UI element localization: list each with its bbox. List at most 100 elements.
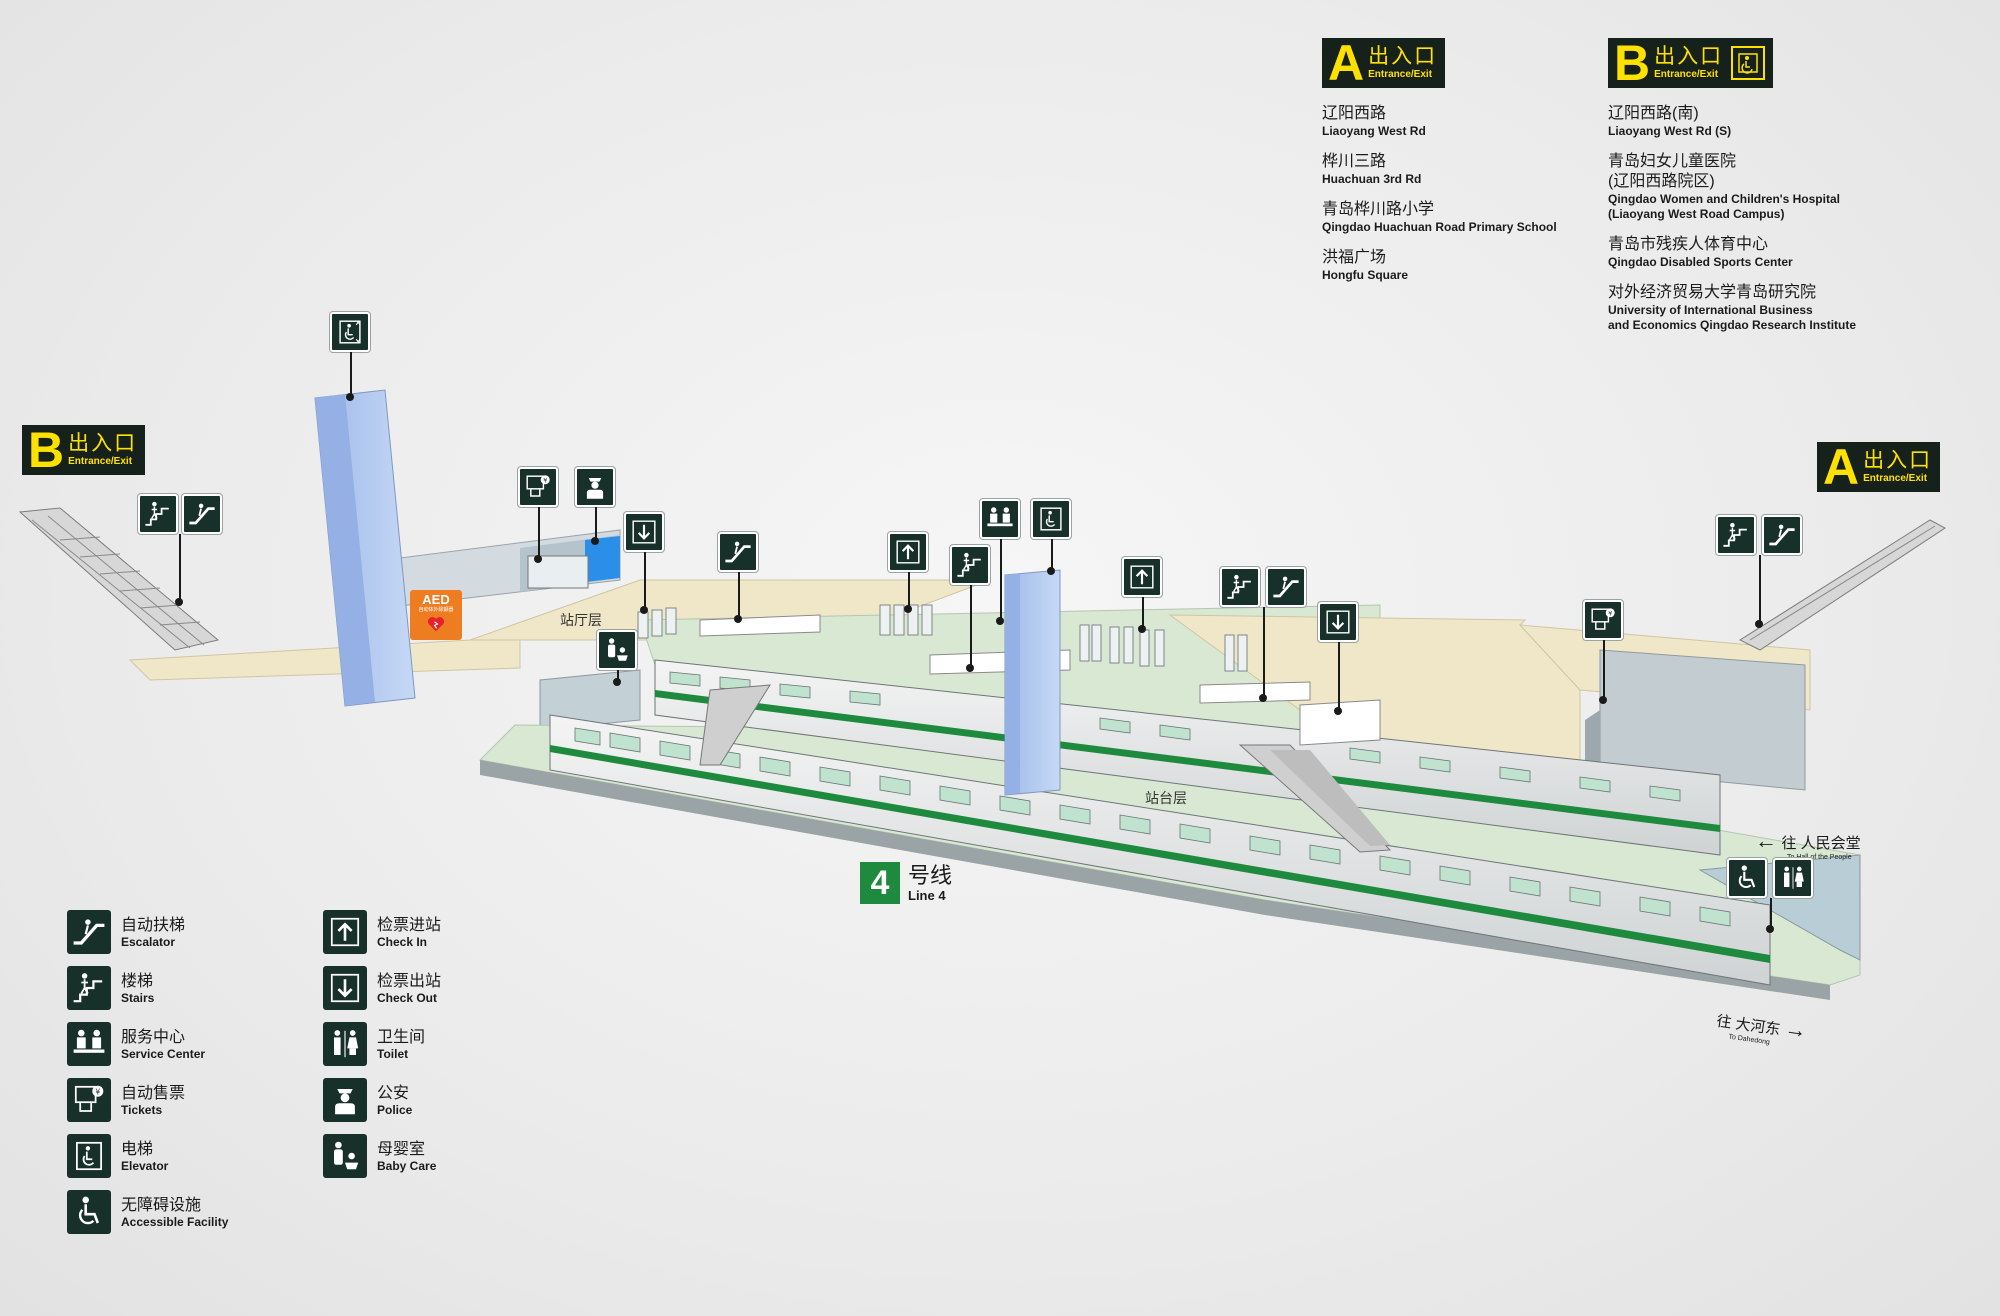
exit-a-badge: A 出入口 Entrance/Exit	[1322, 35, 1446, 91]
line-label-en: Line 4	[908, 887, 946, 903]
destination-item: 洪福广场 Hongfu Square	[1322, 248, 1642, 283]
legend-label-en: Accessible Facility	[121, 1214, 229, 1229]
check-in-icon	[323, 910, 367, 954]
police-icon	[575, 467, 615, 507]
destination-zh: 辽阳西路	[1322, 105, 1387, 122]
destination-zh: 青岛桦川路小学	[1322, 201, 1435, 218]
exit-b-destinations: 辽阳西路(南) Liaoyang West Rd (S) 青岛妇女儿童医院 (辽…	[1608, 104, 1948, 346]
elevator-icon	[1031, 499, 1071, 539]
toilet-icon	[1773, 858, 1813, 898]
exit-a-letter: A	[1328, 35, 1365, 91]
escalator-icon	[182, 494, 222, 534]
destination-en: Liaoyang West Rd	[1322, 124, 1426, 138]
destination-item: 青岛妇女儿童医院 (辽阳西路院区) Qingdao Women and Chil…	[1608, 152, 1948, 222]
legend-label: 检票进站	[377, 916, 442, 934]
direction-north-label: 往 人民会堂	[1781, 835, 1861, 852]
destination-zh: 青岛市残疾人体育中心	[1608, 236, 1769, 253]
line-number: 4	[860, 862, 900, 904]
escalator-icon	[1762, 515, 1802, 555]
aed-sign: AED 自动体外除颤器	[410, 593, 462, 632]
svg-text:¥: ¥	[543, 478, 547, 485]
stairs-icon	[1716, 515, 1756, 555]
legend-label-en: Check Out	[377, 990, 438, 1005]
destination-item: 青岛桦川路小学 Qingdao Huachuan Road Primary Sc…	[1322, 200, 1642, 235]
aed-title: AED	[422, 592, 450, 607]
platform-level-label: 站台层	[1145, 790, 1187, 806]
stairs-icon	[1220, 567, 1260, 607]
legend-label-en: Check In	[377, 934, 428, 949]
exit-a-right-letter: A	[1823, 439, 1860, 495]
destination-zh: 桦川三路	[1322, 153, 1387, 170]
aed-subtitle: 自动体外除颤器	[418, 607, 454, 613]
exit-a-label: 出入口	[1368, 45, 1438, 68]
destination-zh: 洪福广场	[1322, 249, 1387, 266]
legend-label-en: Tickets	[121, 1102, 163, 1117]
direction-north: ← 往 人民会堂 To Hall of the People	[1755, 828, 1861, 861]
destination-zh: 辽阳西路(南)	[1608, 105, 1699, 122]
svg-text:¥: ¥	[1608, 611, 1612, 618]
arrow-right-icon: →	[1783, 1015, 1809, 1044]
exit-a-right-label: 出入口	[1863, 449, 1933, 472]
legend-label: 楼梯	[121, 972, 154, 990]
legend-label: 无障碍设施	[121, 1196, 202, 1214]
legend-label: 母婴室	[377, 1140, 426, 1158]
check-in-icon	[1122, 557, 1162, 597]
legend-label-en: Stairs	[121, 990, 155, 1005]
exit-b-left-label-en: Entrance/Exit	[68, 456, 133, 467]
destination-en: Huachuan 3rd Rd	[1322, 172, 1422, 186]
exit-b-left-badge: B 出入口 Entrance/Exit	[22, 425, 146, 475]
check-in-icon	[888, 532, 928, 572]
destination-en: Qingdao Huachuan Road Primary School	[1322, 220, 1557, 234]
elevator-icon	[330, 312, 370, 352]
stairs-icon	[67, 966, 111, 1010]
ticket-machine-icon: ¥	[67, 1078, 111, 1122]
direction-south-label: 往 大河东	[1715, 1012, 1782, 1039]
escalator-icon	[67, 910, 111, 954]
exit-b-left-label: 出入口	[68, 432, 138, 455]
legend-label: 电梯	[121, 1140, 154, 1158]
exit-a-label-en: Entrance/Exit	[1368, 69, 1433, 80]
legend-label: 公安	[377, 1084, 410, 1102]
exit-a-destinations: 辽阳西路 Liaoyang West Rd 桦川三路 Huachuan 3rd …	[1322, 104, 1642, 296]
svg-text:¥: ¥	[95, 1088, 100, 1097]
exit-b-label: 出入口	[1654, 45, 1724, 68]
stairs-icon	[138, 494, 178, 534]
legend-label-en: Police	[377, 1102, 413, 1117]
destination-item: 辽阳西路 Liaoyang West Rd	[1322, 104, 1642, 139]
check-out-icon	[624, 512, 664, 552]
destination-item: 辽阳西路(南) Liaoyang West Rd (S)	[1608, 104, 1948, 139]
exit-b-badge: B 出入口 Entrance/Exit	[1608, 38, 1774, 88]
legend-label-en: Service Center	[121, 1046, 206, 1061]
ticket-machine-icon: ¥	[518, 467, 558, 507]
direction-north-en: To Hall of the People	[1787, 854, 1852, 861]
concourse-level-label: 站厅层	[560, 612, 602, 628]
heart-icon	[427, 616, 445, 632]
destination-en: Qingdao Disabled Sports Center	[1608, 255, 1793, 269]
toilet-icon	[323, 1022, 367, 1066]
legend-label: 自动售票	[121, 1084, 186, 1102]
destination-zh: 青岛妇女儿童医院 (辽阳西路院区)	[1608, 153, 1737, 190]
legend-label-en: Toilet	[377, 1046, 409, 1061]
escalator-icon	[718, 532, 758, 572]
accessible-icon	[1727, 858, 1767, 898]
exit-a-right-label-en: Entrance/Exit	[1863, 473, 1928, 484]
destination-item: 对外经济贸易大学青岛研究院 University of Internationa…	[1608, 283, 1948, 333]
destination-en: Qingdao Women and Children's Hospital (L…	[1608, 192, 1840, 221]
elevator-icon	[1731, 46, 1766, 80]
line-badge: 4 号线 Line 4	[860, 862, 952, 904]
legend-label: 卫生间	[377, 1028, 426, 1046]
check-out-icon	[1318, 602, 1358, 642]
elevator-icon	[67, 1134, 111, 1178]
line-label-zh: 号线	[908, 862, 953, 888]
legend-label: 自动扶梯	[121, 916, 186, 934]
destination-zh: 对外经济贸易大学青岛研究院	[1608, 284, 1817, 301]
exit-b-label-en: Entrance/Exit	[1654, 69, 1719, 80]
